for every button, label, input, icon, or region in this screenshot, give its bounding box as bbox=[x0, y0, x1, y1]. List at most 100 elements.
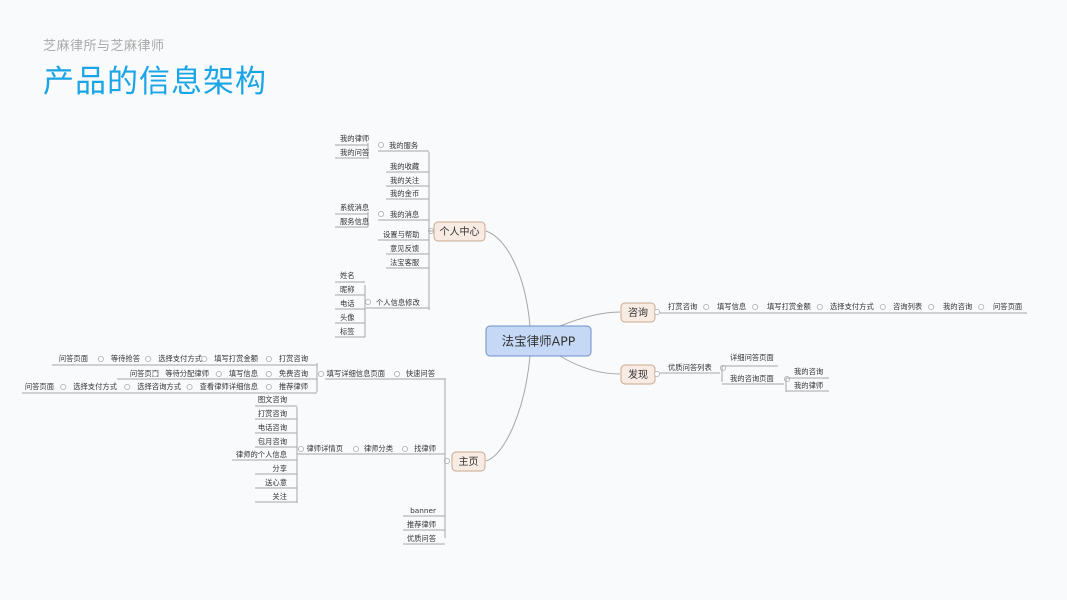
topic-system-messages[interactable]: 系统消息 bbox=[340, 203, 369, 212]
branch-consult-label[interactable]: 咨询 bbox=[628, 306, 648, 319]
collapse-toggle-icon[interactable] bbox=[297, 445, 305, 453]
topic-profile-edit[interactable]: 个人信息修改 bbox=[376, 298, 420, 307]
topic-quality-list[interactable]: 优质问答列表 bbox=[668, 363, 712, 372]
topic-my-qa[interactable]: 我的问答 bbox=[340, 148, 370, 157]
topic-consult-6[interactable]: 我的咨询 bbox=[943, 302, 972, 311]
topic-feedback[interactable]: 意见反馈 bbox=[390, 244, 419, 253]
topic-consult-4[interactable]: 选择支付方式 bbox=[830, 302, 874, 311]
collapse-toggle-icon[interactable] bbox=[443, 457, 451, 465]
branch-discover-label[interactable]: 发现 bbox=[628, 368, 648, 381]
collapse-toggle-icon[interactable] bbox=[653, 308, 661, 316]
collapse-toggle-icon[interactable] bbox=[377, 210, 385, 218]
collapse-toggle-icon[interactable] bbox=[60, 383, 67, 391]
topic-qa-row1-4[interactable]: 等待抢答 bbox=[111, 354, 141, 363]
collapse-toggle-icon[interactable] bbox=[265, 370, 272, 378]
root-node-box[interactable] bbox=[485, 325, 592, 357]
topic-nickname[interactable]: 昵称 bbox=[340, 285, 355, 294]
topic-avatar[interactable]: 头像 bbox=[340, 313, 355, 322]
topic-find-lawyer[interactable]: 找律师 bbox=[414, 444, 436, 453]
collapse-toggle-icon[interactable] bbox=[783, 375, 791, 383]
topic-lawyer-8[interactable]: 关注 bbox=[272, 492, 287, 501]
collapse-toggle-icon[interactable] bbox=[978, 303, 985, 311]
topic-recommend-lawyer[interactable]: 推荐律师 bbox=[407, 520, 436, 529]
topic-detail-page[interactable]: 详细问答页面 bbox=[730, 353, 774, 362]
topic-qa-row3-1[interactable]: 推荐律师 bbox=[279, 382, 308, 391]
topic-lawyer-detail[interactable]: 律师详情页 bbox=[307, 444, 343, 453]
topic-qa-row2-1[interactable]: 免费咨询 bbox=[279, 369, 308, 378]
topic-consult-1[interactable]: 打赏咨询 bbox=[668, 302, 697, 311]
topic-banner[interactable]: banner bbox=[410, 506, 436, 515]
collapse-toggle-icon[interactable] bbox=[364, 298, 372, 306]
topic-follows[interactable]: 我的关注 bbox=[390, 176, 420, 185]
branch-curve-discover bbox=[559, 355, 621, 375]
collapse-toggle-icon[interactable] bbox=[97, 355, 104, 363]
collapse-toggle-icon[interactable] bbox=[928, 303, 935, 311]
collapse-toggle-icon[interactable] bbox=[145, 355, 152, 363]
collapse-toggle-icon[interactable] bbox=[752, 303, 759, 311]
topic-my-service[interactable]: 我的服务 bbox=[389, 141, 418, 150]
topic-lawyer-category[interactable]: 律师分类 bbox=[364, 444, 394, 453]
topic-fill-detail[interactable]: 填写详细信息页面 bbox=[327, 369, 385, 378]
topic-qa-row2-4[interactable]: 问答页面 bbox=[130, 369, 159, 378]
topic-quick-qa[interactable]: 快速问答 bbox=[406, 369, 436, 378]
collapse-toggle-icon[interactable] bbox=[703, 303, 710, 311]
branch-home-label[interactable]: 主页 bbox=[459, 456, 479, 468]
collapse-toggle-icon[interactable] bbox=[816, 303, 823, 311]
collapse-toggle-icon[interactable] bbox=[215, 370, 222, 378]
topic-qa-row1-5[interactable]: 问答页面 bbox=[59, 354, 88, 363]
collapse-toggle-icon[interactable] bbox=[265, 383, 272, 391]
topic-lawyer-6[interactable]: 分享 bbox=[272, 464, 287, 473]
topic-coins[interactable]: 我的金币 bbox=[390, 189, 419, 198]
topic-lawyer-3[interactable]: 电话咨询 bbox=[258, 423, 287, 432]
topic-qa-row3-3[interactable]: 选择咨询方式 bbox=[137, 382, 181, 391]
collapse-toggle-icon[interactable] bbox=[653, 370, 661, 378]
topic-my-consult-page[interactable]: 我的咨询页面 bbox=[730, 374, 774, 383]
topic-consult-3[interactable]: 填写打赏金额 bbox=[767, 302, 811, 311]
collapse-toggle-icon[interactable] bbox=[201, 355, 208, 363]
topic-phone[interactable]: 电话 bbox=[340, 299, 355, 308]
topic-lawyer-4[interactable]: 包月咨询 bbox=[258, 437, 287, 446]
topic-my-consult[interactable]: 我的咨询 bbox=[794, 367, 823, 376]
topic-qa-row3-2[interactable]: 查看律师详细信息 bbox=[200, 382, 258, 391]
topic-lawyer-1[interactable]: 图文咨询 bbox=[258, 395, 287, 404]
collapse-toggle-icon[interactable] bbox=[393, 370, 401, 378]
topic-lawyer-5[interactable]: 律师的个人信息 bbox=[236, 450, 287, 459]
collapse-toggle-icon[interactable] bbox=[317, 370, 325, 378]
collapse-toggle-icon[interactable] bbox=[352, 445, 360, 453]
topic-service-info[interactable]: 服务信息 bbox=[340, 217, 369, 226]
topic-name[interactable]: 姓名 bbox=[340, 271, 355, 280]
topic-qa-row3-5[interactable]: 问答页面 bbox=[25, 382, 54, 391]
collapse-toggle-icon[interactable] bbox=[401, 445, 409, 453]
collapse-toggle-icon[interactable] bbox=[152, 370, 159, 378]
branch-home-box[interactable] bbox=[451, 451, 486, 472]
topic-consult-2[interactable]: 填写信息 bbox=[717, 302, 746, 311]
root-node-label[interactable]: 法宝律师APP bbox=[502, 334, 576, 349]
topic-quality-qa[interactable]: 优质问答 bbox=[407, 534, 437, 543]
branch-curve-home bbox=[485, 355, 531, 462]
topic-qa-row2-2[interactable]: 填写信息 bbox=[229, 369, 258, 378]
topic-my-lawyers[interactable]: 我的律师 bbox=[794, 381, 823, 390]
topic-qa-row3-4[interactable]: 选择支付方式 bbox=[73, 382, 117, 391]
collapse-toggle-icon[interactable] bbox=[124, 383, 131, 391]
topic-my-messages[interactable]: 我的消息 bbox=[390, 210, 419, 219]
branch-personal-box[interactable] bbox=[433, 221, 486, 242]
topic-customer-service[interactable]: 法宝客服 bbox=[390, 258, 420, 267]
topic-qa-row1-3[interactable]: 选择支付方式 bbox=[158, 354, 202, 363]
topic-favorites[interactable]: 我的收藏 bbox=[390, 162, 420, 171]
topic-consult-7[interactable]: 问答页面 bbox=[993, 302, 1022, 311]
topic-settings[interactable]: 设置与帮助 bbox=[383, 230, 419, 239]
topic-qa-row1-2[interactable]: 填写打赏金额 bbox=[214, 354, 258, 363]
topic-lawyer-7[interactable]: 送心意 bbox=[265, 478, 287, 487]
collapse-toggle-icon[interactable] bbox=[265, 355, 272, 363]
collapse-toggle-icon[interactable] bbox=[377, 141, 385, 149]
collapse-toggle-icon[interactable] bbox=[879, 303, 886, 311]
topic-qa-row1-1[interactable]: 打赏咨询 bbox=[279, 354, 308, 363]
page-title: 产品的信息架构 bbox=[43, 64, 267, 100]
topic-my-lawyer[interactable]: 我的律师 bbox=[340, 134, 369, 143]
topic-lawyer-2[interactable]: 打赏咨询 bbox=[258, 409, 287, 418]
topic-qa-row2-3[interactable]: 等待分配律师 bbox=[165, 369, 209, 378]
topic-consult-5[interactable]: 咨询列表 bbox=[893, 302, 923, 311]
collapse-toggle-icon[interactable] bbox=[186, 383, 193, 391]
branch-personal-label[interactable]: 个人中心 bbox=[440, 225, 480, 238]
topic-tags[interactable]: 标签 bbox=[340, 327, 355, 336]
